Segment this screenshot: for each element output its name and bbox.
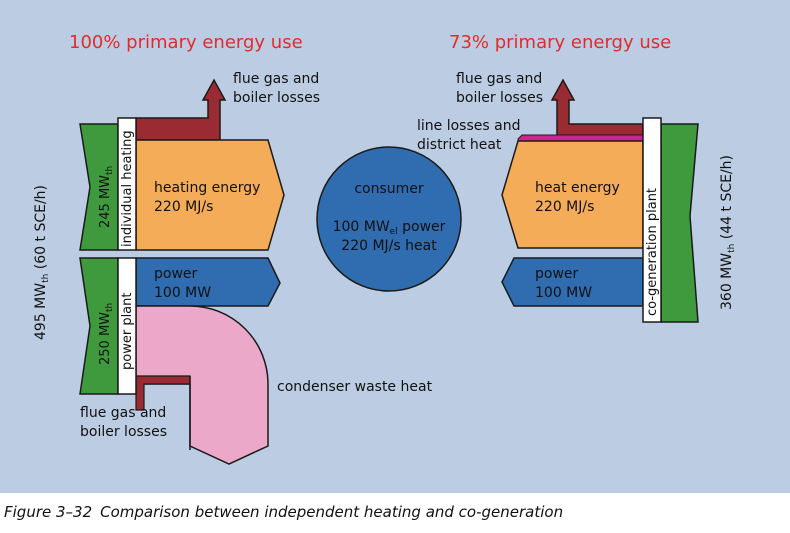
power-plant-bar (117, 257, 137, 395)
left-flue-top-line1: flue gas and (233, 71, 319, 87)
left-flue-bottom-line2: boiler losses (80, 424, 167, 440)
right-green-input (660, 123, 699, 323)
right-heat-energy-label: heat energy (535, 180, 620, 196)
left-total-input: 495 MWth (60 t SCE/h) (33, 185, 51, 340)
left-flue-chimney (135, 78, 227, 141)
condenser-label: condenser waste heat (277, 379, 433, 395)
energy-flow-diagram: 100% primary energy use 73% primary ener… (33, 32, 737, 465)
left-flue-top-line2: boiler losses (233, 90, 320, 106)
figure-caption: Figure 3–32 Comparison between independen… (4, 503, 571, 521)
right-power-label: power (535, 266, 579, 282)
left-heating-energy-label: heating energy (154, 180, 260, 196)
consumer-power: 100 MWel power (333, 219, 446, 237)
cogen-plant-label: co-generation plant (645, 188, 660, 316)
left-green-heating-input (79, 123, 119, 251)
left-green-power-input (79, 257, 119, 395)
right-line-losses-strip (517, 134, 644, 142)
left-title: 100% primary energy use (69, 32, 303, 53)
left-flue-bottom-line1: flue gas and (80, 405, 166, 421)
power-input-value: 250 MWth (98, 303, 115, 365)
right-title: 73% primary energy use (449, 32, 671, 53)
individual-heating-bar (117, 117, 137, 251)
cogen-plant-bar (642, 117, 662, 323)
right-power-arrow (501, 257, 644, 307)
individual-heating-label: individual heating (120, 130, 135, 247)
right-power-value: 100 MW (535, 285, 592, 301)
power-plant-label: power plant (120, 293, 135, 370)
left-heating-energy-value: 220 MJ/s (154, 199, 213, 215)
right-flue-top-line2: boiler losses (456, 90, 543, 106)
consumer-title: consumer (354, 181, 424, 197)
right-heat-energy-arrow (501, 140, 644, 249)
right-flue-top-line1: flue gas and (456, 71, 542, 87)
line-losses-line1: line losses and (417, 118, 520, 134)
right-heat-energy-value: 220 MJ/s (535, 199, 594, 215)
figure-caption-text: Comparison between independent heating a… (100, 503, 564, 521)
consumer-heat: 220 MJ/s heat (341, 238, 437, 254)
left-power-label: power (154, 266, 198, 282)
heating-input-value: 245 MWth (98, 166, 115, 228)
right-flue-chimney (550, 78, 644, 138)
figure-number: Figure 3–32 (4, 503, 93, 521)
left-condenser-elbow (135, 305, 269, 465)
right-total-input: 360 MWth (44 t SCE/h) (719, 155, 737, 310)
left-power-value: 100 MW (154, 285, 211, 301)
line-losses-line2: district heat (417, 137, 502, 153)
consumer-circle (316, 146, 462, 292)
